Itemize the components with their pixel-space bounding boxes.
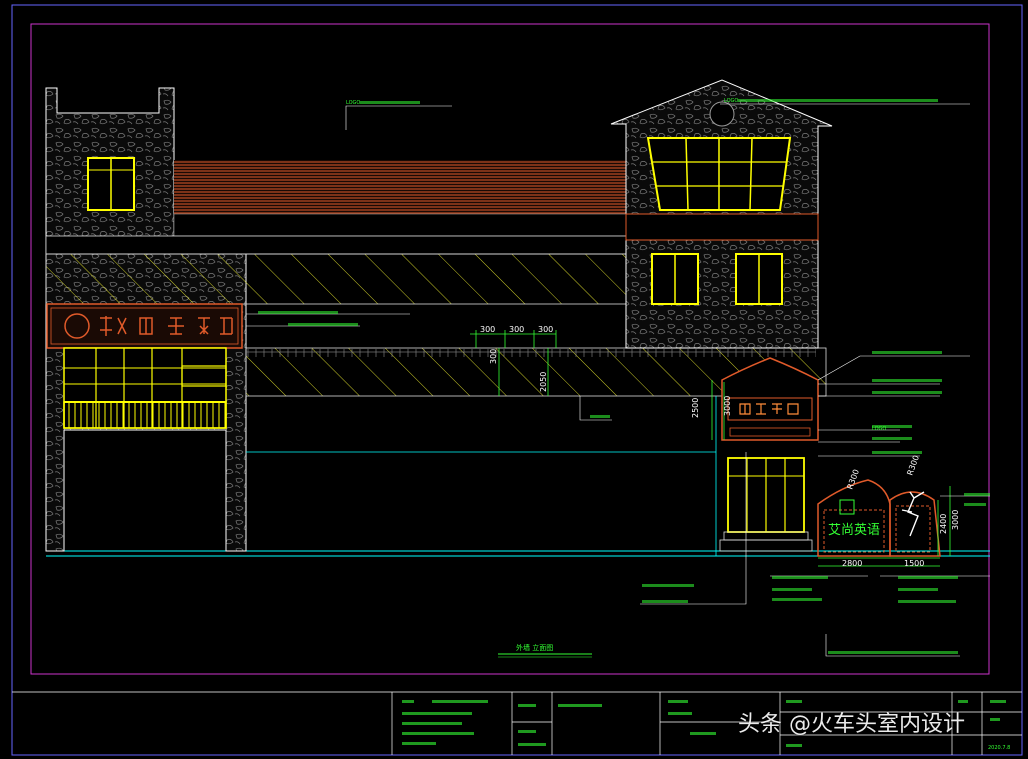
orange-signboard: [173, 160, 627, 237]
dim-top-2: 300: [509, 325, 524, 334]
dim-entry-1: 2500: [691, 398, 700, 418]
annotation-text-blocks: [258, 99, 990, 654]
title-block: [12, 691, 1022, 755]
hatched-facade-band-upper: [45, 253, 627, 305]
tower-window-left: [87, 157, 135, 211]
booth-right: [889, 491, 941, 557]
outer-sheet-border: [11, 4, 1023, 756]
dim-booth-top2: R300: [905, 454, 921, 477]
dim-left-1: 300: [489, 349, 498, 364]
upper-beam: [45, 235, 627, 255]
shop-name-board: [46, 303, 243, 349]
entrance-door: [719, 457, 813, 552]
logo-callout-right: LOGO: [724, 98, 738, 104]
gable-round-window: [709, 101, 735, 127]
dim-booth-w2: 1500: [904, 559, 924, 568]
title-block-date: 2020.7.8: [988, 745, 1010, 751]
grate-strip: [246, 349, 816, 357]
booth-left: 艾尚英语: [817, 479, 891, 557]
tower-window-left-lower: [651, 253, 699, 305]
title-block-text-stubs: [402, 700, 1006, 747]
glass-curtain-left: [63, 347, 227, 429]
dim-top-1: 300: [480, 325, 495, 334]
svg-text:艾尚英语: 艾尚英语: [828, 523, 880, 538]
dim-left-2: 2050: [539, 372, 548, 392]
dim-entry-2: 3000: [723, 396, 732, 416]
view-title: 外墙 立面图: [516, 643, 553, 652]
watermark: 头条 @火车头室内设计: [738, 712, 965, 737]
dim-booth-top1: R300: [845, 468, 861, 491]
tower-orange-band: [625, 213, 819, 241]
tower-window-trapezoid: [646, 137, 792, 211]
logo-callout-mid: LOGO: [872, 426, 886, 432]
dim-booth-h2: 3000: [951, 510, 960, 530]
dim-booth-w1: 2800: [842, 559, 862, 568]
drawing-frame: [30, 23, 990, 675]
dim-booth-h1: 2400: [939, 514, 948, 534]
dimension-lines: [470, 330, 951, 567]
logo-callout-top: LOGO: [346, 100, 360, 106]
tower-window-right-lower: [735, 253, 783, 305]
entrance-sign-arch: [721, 357, 819, 441]
dim-top-3: 300: [538, 325, 553, 334]
